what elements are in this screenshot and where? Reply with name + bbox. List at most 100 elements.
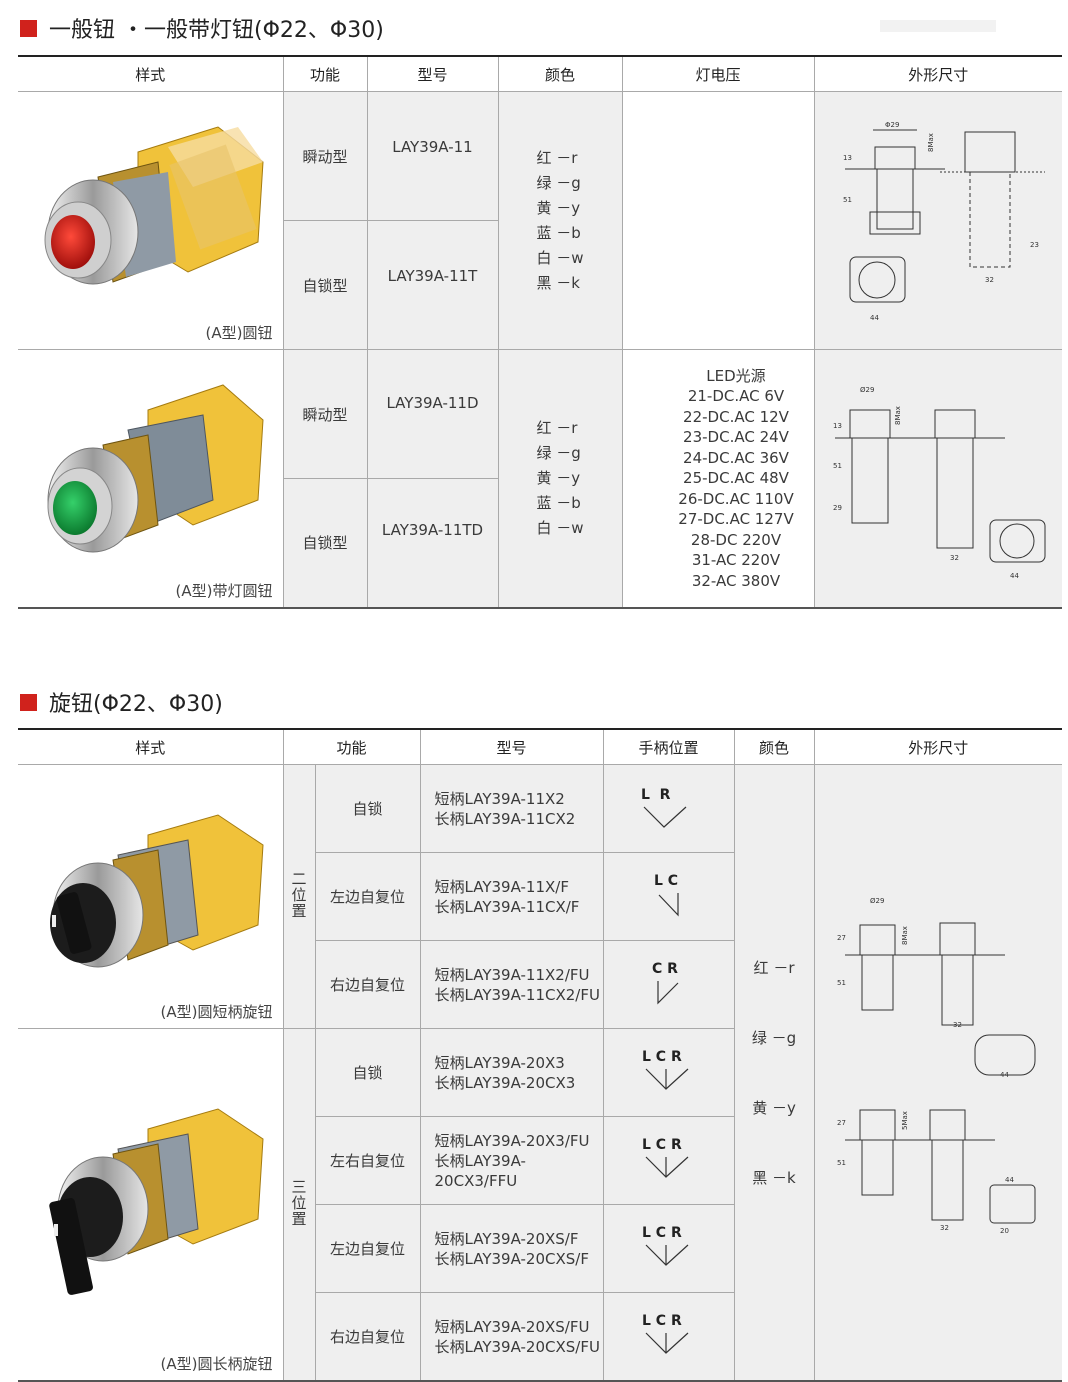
decorative-bar <box>880 20 996 32</box>
svg-text:44: 44 <box>1010 572 1019 580</box>
model-short: 短柄LAY39A-11X/F <box>434 877 569 896</box>
green-lamp-button-photo <box>47 384 264 553</box>
voltage-item: 32-AC 380V <box>691 571 781 590</box>
svg-text:44: 44 <box>1005 1176 1014 1184</box>
table-row: 左边自复位 短柄LAY39A-11X/F 长柄LAY39A-11CX/F L C <box>18 852 1062 941</box>
product-caption: (A型)圆钮 <box>205 324 273 342</box>
model-long: 长柄LAY39A-11CX2/FU <box>434 985 600 1004</box>
model-cell: 短柄LAY39A-20XS/F 长柄LAY39A-20CXS/F <box>419 1204 604 1293</box>
header-dimensions: 外形尺寸 <box>813 728 1063 765</box>
lamp-voltage-cell: LED光源 21-DC.AC 6V 22-DC.AC 12V 23-DC.AC … <box>621 349 815 608</box>
svg-text:8Max: 8Max <box>901 926 909 945</box>
red-square-icon <box>20 693 37 711</box>
color-item: 白 －w <box>536 248 584 267</box>
voltage-item: 21-DC.AC 6V <box>687 387 785 405</box>
product-photo-cell: (A型)圆长柄旋钮 <box>18 1028 284 1382</box>
function-cell: 左右自复位 <box>315 1116 421 1205</box>
handle-position-cell: L C R <box>602 1292 735 1382</box>
function-cell: 瞬动型 <box>282 349 368 479</box>
header-dimensions: 外形尺寸 <box>813 55 1062 92</box>
table-header-row: 样式 功能 型号 颜色 灯电压 外形尺寸 <box>18 55 1062 92</box>
svg-text:Ø29: Ø29 <box>860 386 874 394</box>
product-photo-cell: (A型)圆钮 <box>18 91 284 350</box>
voltage-item: 27-DC.AC 127V <box>678 510 794 528</box>
color-item: 红 －r <box>536 418 578 437</box>
dimension-drawing-cell: Ø29 8Max 13 51 29 32 44 <box>813 349 1062 608</box>
color-item: 黄 －y <box>536 468 581 487</box>
svg-text:51: 51 <box>837 979 846 987</box>
model-short: 短柄LAY39A-20X3/FU <box>434 1131 590 1150</box>
color-cell: 红 －r 绿 －g 黄 －y 蓝 －b 白 －w <box>497 349 623 608</box>
color-item: 黑 －k <box>536 273 580 292</box>
svg-text:C R: C R <box>652 961 678 977</box>
svg-text:Ø29: Ø29 <box>870 897 884 905</box>
svg-text:5Max: 5Max <box>901 1111 909 1130</box>
model-long: 长柄LAY39A-11CX2 <box>434 809 576 828</box>
color-item: 绿 －g <box>751 1028 797 1047</box>
model-short: 短柄LAY39A-20XS/FU <box>434 1317 590 1336</box>
section-title-knobs: 旋钮(Φ22、Φ30) <box>20 686 223 718</box>
color-item: 黑 －k <box>752 1168 796 1187</box>
model-short: 短柄LAY39A-20XS/F <box>434 1229 579 1248</box>
svg-text:27: 27 <box>837 934 846 942</box>
header-model: 型号 <box>366 55 499 92</box>
section-title-text: 旋钮(Φ22、Φ30) <box>49 692 223 717</box>
lamp-voltage-cell-empty <box>621 91 815 350</box>
handle-position-diagram: L C R <box>642 1049 688 1090</box>
color-item: 绿 －g <box>536 443 581 462</box>
svg-text:44: 44 <box>1000 1071 1009 1079</box>
svg-text:L C R: L C R <box>642 1313 682 1329</box>
handle-position-cell: L R <box>602 764 735 853</box>
voltage-item: 22-DC.AC 12V <box>683 407 789 426</box>
table-row: (A型)带灯圆钮 瞬动型 LAY39A-11D 红 －r 绿 －g 黄 －y 蓝… <box>18 349 1062 608</box>
voltage-item: 23-DC.AC 24V <box>683 428 789 446</box>
svg-text:51: 51 <box>843 196 852 204</box>
voltage-item: 25-DC.AC 48V <box>683 469 789 487</box>
position-group-label: 二位置 <box>289 870 308 919</box>
header-style: 样式 <box>18 728 284 765</box>
voltage-item: 28-DC 220V <box>690 530 782 549</box>
header-function: 功能 <box>282 728 421 765</box>
handle-position-diagram: L R <box>641 787 686 828</box>
color-item: 蓝 －b <box>536 223 581 242</box>
color-item: 黄 －y <box>752 1098 796 1117</box>
header-color: 颜色 <box>733 728 815 765</box>
table-row: 自锁型 LAY39A-11T <box>18 220 1062 350</box>
color-item: 绿 －g <box>536 173 581 192</box>
svg-text:32: 32 <box>985 276 994 284</box>
handle-position-diagram: L C R <box>642 1137 688 1178</box>
voltage-item: 26-DC.AC 110V <box>678 489 794 508</box>
table-row: 左边自复位 短柄LAY39A-20XS/F 长柄LAY39A-20CXS/F L… <box>18 1204 1062 1293</box>
table-row: 右边自复位 短柄LAY39A-11X2/FU 长柄LAY39A-11CX2/FU… <box>18 940 1062 1029</box>
position-group-cell: 三位置 <box>282 1028 316 1382</box>
header-handle-position: 手柄位置 <box>602 728 735 765</box>
section-title-buttons: 一般钮 ・一般带灯钮(Φ22、Φ30) <box>20 12 384 44</box>
voltage-item: 24-DC.AC 36V <box>683 448 789 467</box>
dimension-drawing-cell: Ø29 27 51 8Max 32 44 27 51 5Max 32 44 <box>813 764 1063 1382</box>
svg-text:32: 32 <box>953 1021 962 1029</box>
svg-text:L R: L R <box>641 787 671 803</box>
svg-text:L C R: L C R <box>642 1137 682 1153</box>
svg-text:44: 44 <box>870 314 879 322</box>
section-title-text: 一般钮 ・一般带灯钮(Φ22、Φ30) <box>49 18 384 43</box>
red-button-photo <box>44 126 264 285</box>
model-cell: 短柄LAY39A-11X2 长柄LAY39A-11CX2 <box>419 764 604 853</box>
product-caption: (A型)圆短柄旋钮 <box>160 1003 273 1021</box>
svg-text:51: 51 <box>837 1159 846 1167</box>
svg-text:20: 20 <box>1000 1227 1009 1235</box>
function-cell: 右边自复位 <box>315 1292 421 1382</box>
model-long: 长柄LAY39A-11CX/F <box>434 897 580 916</box>
header-model: 型号 <box>419 728 604 765</box>
red-square-icon <box>20 19 37 37</box>
function-cell: 自锁 <box>314 1028 421 1117</box>
svg-text:13: 13 <box>843 154 852 162</box>
product-caption: (A型)带灯圆钮 <box>175 581 273 600</box>
header-lamp-voltage: 灯电压 <box>621 55 815 92</box>
model-cell: 短柄LAY39A-20X3/FU 长柄LAY39A-20CX3/FFU <box>419 1116 604 1205</box>
table-row: (A型)圆钮 瞬动型 LAY39A-11 红 －r 绿 －g 黄 －y 蓝 －b… <box>18 91 1062 350</box>
color-item: 蓝 －b <box>536 493 581 512</box>
model-long: 长柄LAY39A-20CX3/FFU <box>434 1151 526 1190</box>
function-cell: 自锁 <box>314 764 421 853</box>
handle-position-cell: L C <box>602 852 735 941</box>
svg-text:L C R: L C R <box>642 1049 682 1065</box>
